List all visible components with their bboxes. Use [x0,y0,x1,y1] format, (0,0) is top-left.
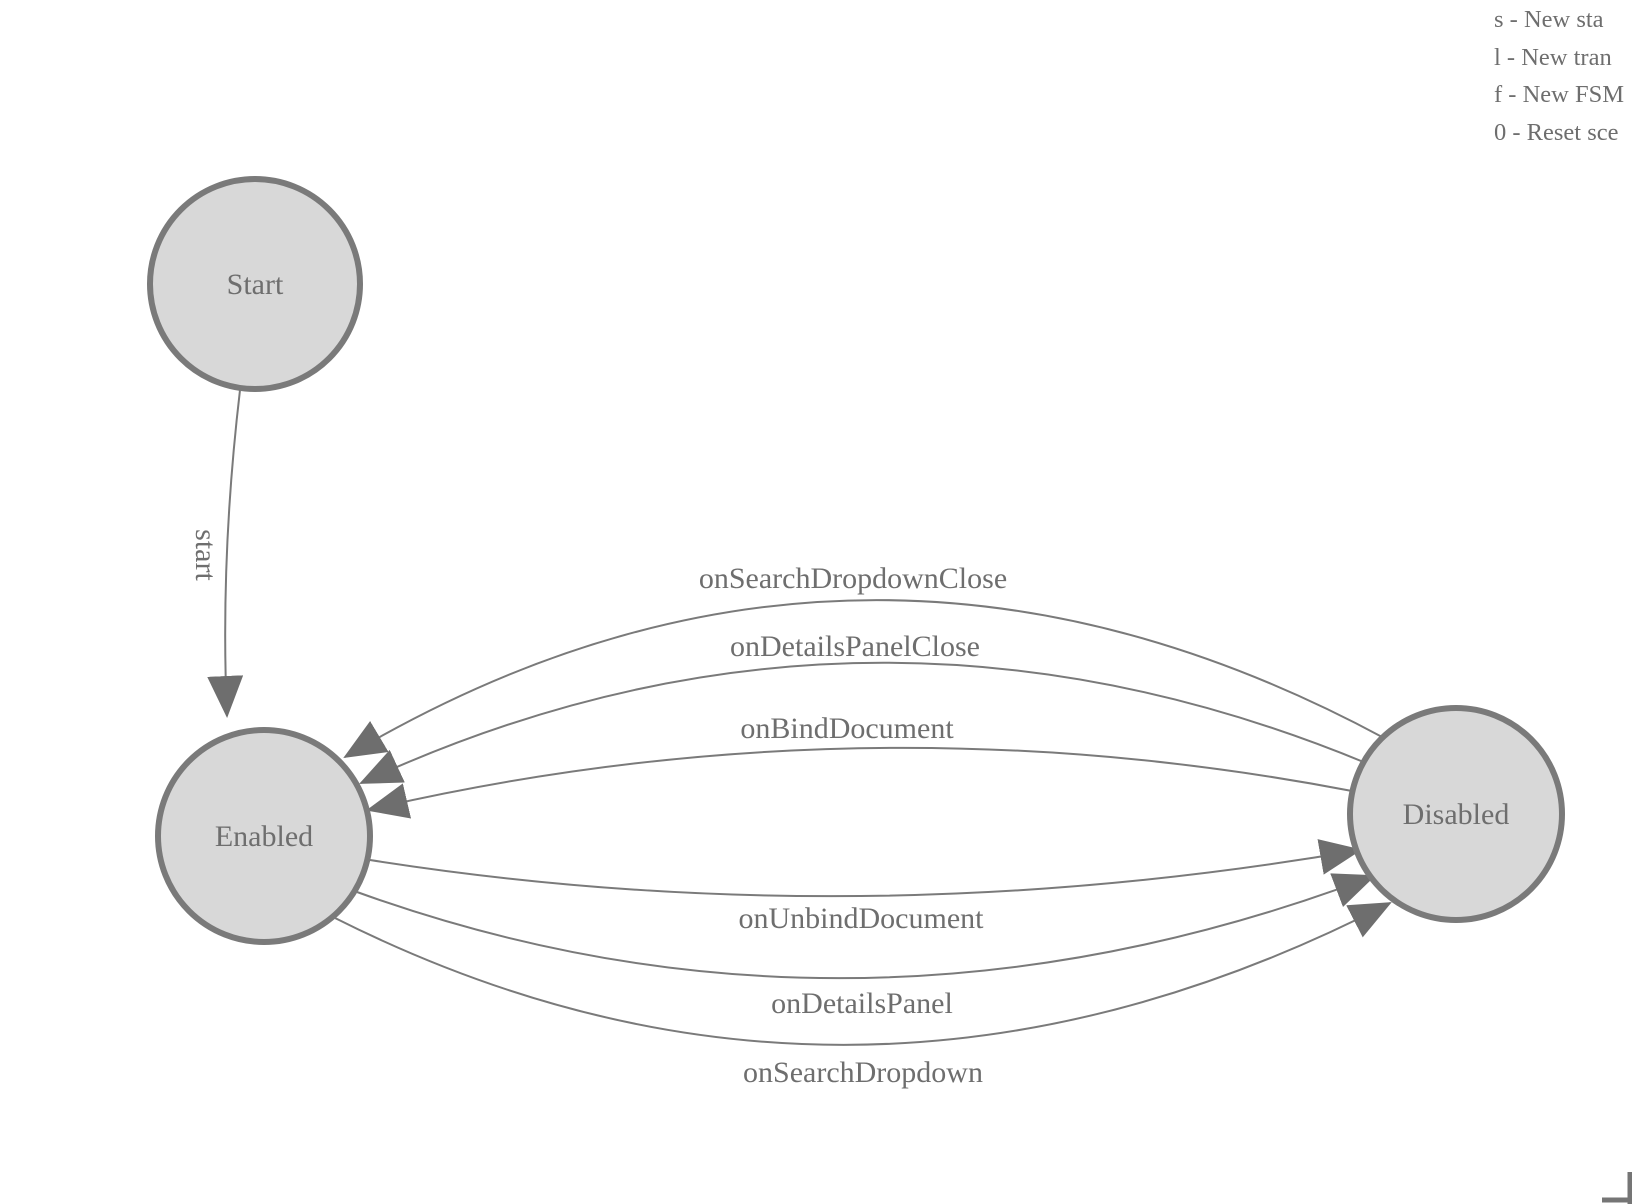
node-start-circle[interactable] [147,176,363,392]
node-enabled-label: Enabled [215,820,313,853]
edge-label-ondetailspanel: onDetailsPanel [771,987,953,1020]
edge-onbinddocument[interactable] [366,746,1353,819]
edge-start-to-enabled[interactable] [207,389,244,718]
legend-line-reset-scene: 0 - Reset sce [1494,118,1619,146]
legend-line-new-transition: l - New tran [1494,43,1612,71]
edge-label-start: start [189,529,222,581]
node-enabled[interactable]: Enabled [155,727,373,945]
legend-line-new-fsm: f - New FSM [1494,81,1624,108]
edge-onsearchdropdown[interactable] [334,902,1392,1046]
edge-ondetailspanel[interactable] [356,873,1376,980]
edge-label-onbinddocument: onBindDocument [740,712,954,745]
node-disabled-label: Disabled [1403,798,1510,831]
edge-label-ondetailspanelclose: onDetailsPanelClose [730,630,980,663]
node-enabled-circle[interactable] [155,727,373,945]
node-start[interactable]: Start [147,176,363,392]
node-disabled-circle[interactable] [1347,705,1565,923]
edge-onsearchdropdownclose[interactable] [343,599,1385,759]
edge-label-onsearchdropdownclose: onSearchDropdownClose [699,562,1007,595]
shortcut-legend: s - New sta l - New tran f - New FSM 0 -… [1494,1,1624,151]
legend-line-new-state: s - New sta [1494,6,1604,33]
overlay-corner-mark [1602,1172,1632,1204]
edge-label-onsearchdropdown: onSearchDropdown [743,1056,983,1089]
edge-onunbinddocument[interactable] [369,839,1362,898]
node-start-label: Start [227,268,284,301]
node-disabled[interactable]: Disabled [1347,705,1565,923]
edge-label-onunbinddocument: onUnbindDocument [739,902,985,935]
edge-ondetailspanelclose[interactable] [359,661,1367,784]
